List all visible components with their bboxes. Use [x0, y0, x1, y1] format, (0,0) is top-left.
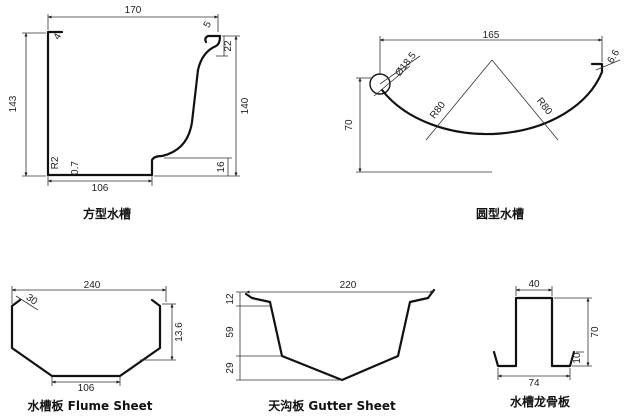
- flume-width-dim: 240: [84, 280, 101, 291]
- flume-angle-dim: 30: [24, 292, 40, 308]
- keel-base-dim: 74: [528, 378, 540, 389]
- gutter-top-dim: 12: [225, 293, 236, 305]
- square-base-dim: 106: [92, 183, 109, 194]
- square-gutter-drawing: 170 143 140 22 106 16 R2 0.7 4 5 方型水槽: [8, 5, 251, 221]
- square-gutter-caption: 方型水槽: [83, 206, 131, 221]
- flume-sheet-drawing: 240 30 13.6 106 水槽板 Flume Sheet: [10, 280, 185, 413]
- round-gutter-profile: [380, 62, 604, 136]
- gutter-sheet-drawing: 220 12 59 29 天沟板 Gutter Sheet: [225, 280, 436, 413]
- round-gutter-caption: 圆型水槽: [476, 206, 524, 221]
- square-small-dim: 0.7: [70, 161, 81, 175]
- keel-plate-profile: [492, 296, 576, 368]
- square-lip-dim: 22: [223, 40, 234, 52]
- gutter-low-dim: 29: [225, 362, 236, 374]
- round-gutter-drawing: 165 Ø18.5 6.6 70 R80 R80 圆型水槽: [344, 30, 622, 221]
- flume-sheet-profile: [10, 298, 162, 378]
- square-height-left-dim: 143: [8, 95, 19, 112]
- round-lip-dim: 6.6: [606, 48, 623, 66]
- keel-plate-caption: 水槽龙骨板: [510, 394, 571, 409]
- keel-foot-dim: 10: [572, 352, 583, 364]
- round-diameter-dim: Ø18.5: [393, 50, 419, 79]
- square-gutter-profile: [46, 30, 222, 177]
- gutter-mid-dim: 59: [225, 326, 236, 338]
- round-depth-dim: 70: [344, 119, 355, 131]
- square-width-dim: 170: [125, 5, 142, 16]
- flume-sheet-caption: 水槽板 Flume Sheet: [27, 398, 152, 413]
- keel-top-dim: 40: [528, 279, 540, 290]
- gutter-width-dim: 220: [340, 280, 357, 291]
- round-radius-left-dim: R80: [428, 100, 448, 122]
- square-corner-b-dim: 5: [202, 19, 215, 30]
- gutter-sheet-profile: [244, 288, 436, 382]
- square-height-right-dim: 140: [240, 97, 251, 114]
- flume-height-dim: 13.6: [174, 322, 185, 342]
- flume-base-dim: 106: [78, 383, 95, 394]
- square-corner-a-dim: 4: [52, 31, 65, 42]
- gutter-sheet-caption: 天沟板 Gutter Sheet: [268, 398, 396, 413]
- square-radius-dim: R2: [50, 156, 61, 169]
- round-width-dim: 165: [483, 30, 500, 41]
- keel-plate-drawing: 40 70 10 74 水槽龙骨板: [492, 279, 601, 409]
- square-step-dim: 16: [216, 161, 227, 173]
- keel-height-dim: 70: [590, 326, 601, 338]
